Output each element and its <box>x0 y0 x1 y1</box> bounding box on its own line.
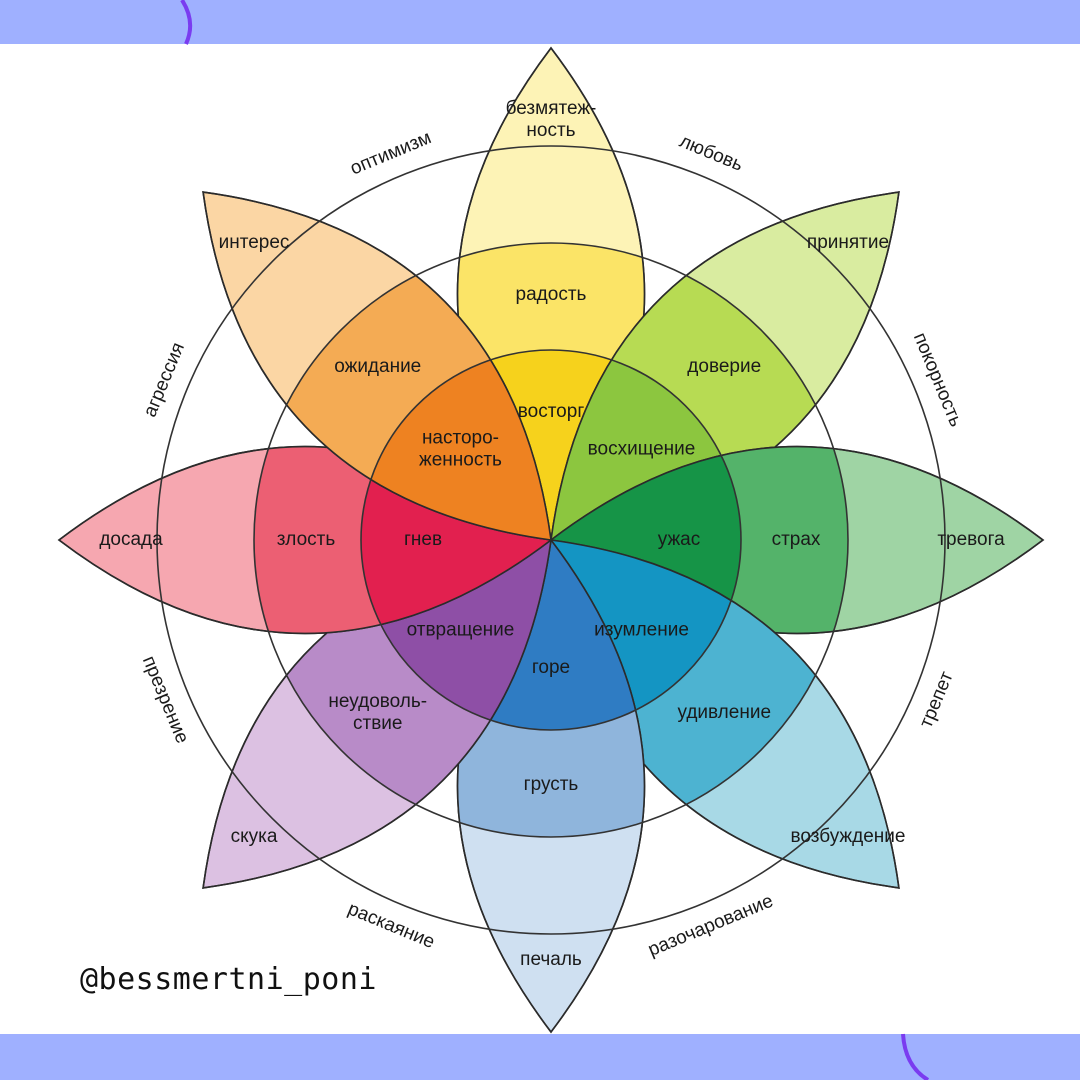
dyad-label-0: любовь <box>676 131 746 176</box>
label-sadness-middle: грусть <box>524 774 579 795</box>
label-trust-inner: восхищение <box>588 439 696 460</box>
petal-trust <box>550 191 900 541</box>
author-handle: @bessmertni_poni <box>80 962 377 997</box>
label-surprise-outer: возбуждение <box>791 826 906 847</box>
dyad-label-4: раскаяние <box>345 898 438 953</box>
label-anger-outer: досада <box>99 529 163 550</box>
middle-ring <box>253 242 849 838</box>
label-trust-outer: принятие <box>807 232 889 253</box>
label-sadness-inner: горе <box>532 657 570 678</box>
label-anger-middle: злость <box>277 529 336 550</box>
label-fear-outer: тревога <box>937 529 1005 550</box>
label-surprise-inner: изумление <box>594 620 689 641</box>
petal-layer <box>57 46 1045 1034</box>
label-disgust-middle: неудоволь-ствие <box>328 691 427 734</box>
ring-layer <box>156 145 946 935</box>
petal-surprise <box>550 539 900 889</box>
label-joy-outer: безмятеж-ность <box>506 98 597 141</box>
label-disgust-outer: скука <box>231 826 278 847</box>
dyad-label-6: агрессия <box>140 340 189 421</box>
label-anticipation-inner: насторо-женность <box>419 428 502 471</box>
petal-disgust <box>202 539 552 889</box>
petal-anticipation-outline <box>202 191 552 541</box>
dyad-label-2: трепет <box>916 668 958 731</box>
label-fear-middle: страх <box>772 529 821 550</box>
label-sadness-outer: печаль <box>520 949 582 970</box>
label-joy-inner: восторг <box>518 401 585 422</box>
label-fear-inner: ужас <box>658 529 701 550</box>
dyad-label-7: оптимизм <box>347 127 434 179</box>
dyad-label-3: разочарование <box>645 891 776 961</box>
dyad-label-1: покорность <box>909 330 967 430</box>
label-anger-inner: гнев <box>404 529 442 550</box>
label-trust-middle: доверие <box>687 356 761 377</box>
dyad-label-5: презрение <box>138 653 193 747</box>
label-anticipation-outer: интерес <box>219 232 290 253</box>
label-surprise-middle: удивление <box>677 702 771 723</box>
outer-ring <box>156 145 946 935</box>
label-anticipation-middle: ожидание <box>334 356 421 377</box>
bottom-frame-band <box>0 1033 1080 1080</box>
petal-anticipation <box>202 191 552 541</box>
label-disgust-inner: отвращение <box>407 620 515 641</box>
top-frame-band <box>0 0 1080 45</box>
inner-ring <box>360 349 742 731</box>
label-joy-middle: радость <box>516 284 587 305</box>
label-layer: безмятеж-ность радость восторг принятие дове… <box>99 98 1005 970</box>
